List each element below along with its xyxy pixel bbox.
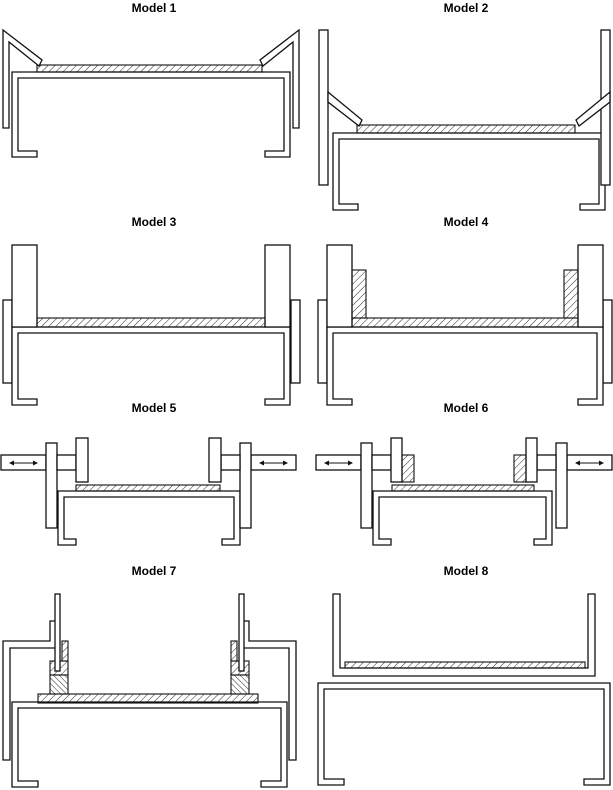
connector (56, 454, 77, 471)
hatched-block (230, 640, 238, 662)
base-channel (317, 682, 611, 786)
model-6-title: Model 6 (443, 401, 489, 415)
upright-post (11, 244, 38, 328)
model-1-title: Model 1 (131, 1, 177, 15)
hatched-pad (513, 454, 527, 483)
side-plate (45, 442, 58, 529)
hatched-pad (401, 454, 415, 483)
upright-channel (332, 593, 596, 677)
clamp-block (208, 437, 222, 483)
upright-post (264, 244, 291, 328)
hatched-plate (37, 693, 259, 704)
model-4-title: Model 4 (443, 215, 489, 229)
angled-side-flap (327, 90, 363, 127)
outer-bracket (242, 620, 297, 761)
hatched-pad (563, 269, 579, 319)
base-channel (326, 326, 604, 406)
vertical-pin (54, 593, 61, 672)
side-plate (2, 299, 13, 384)
side-plate (602, 299, 613, 384)
vertical-pin (238, 593, 245, 672)
hatched-block (61, 640, 69, 662)
connector (220, 454, 241, 471)
connector (371, 454, 392, 471)
base-channel (57, 490, 241, 546)
hatched-plate (351, 317, 579, 328)
side-plate (555, 442, 568, 529)
base-channel (11, 71, 291, 158)
clamp-block (390, 437, 403, 483)
connector (536, 454, 557, 471)
side-plate (317, 299, 328, 384)
hatched-block (230, 674, 250, 695)
hatched-block (49, 674, 69, 695)
hatched-plate (391, 484, 535, 492)
angled-side-flap (575, 90, 611, 127)
side-plate (239, 442, 252, 529)
hatched-plate (344, 661, 586, 669)
base-channel (372, 490, 553, 546)
side-plate (318, 29, 329, 186)
hatched-plate (75, 484, 221, 492)
model-7-title: Model 7 (131, 564, 177, 578)
outer-bracket (2, 620, 57, 761)
angled-side-flap (2, 28, 43, 129)
base-channel (11, 326, 291, 406)
upright-post (326, 244, 353, 328)
model-8-title: Model 8 (443, 564, 489, 578)
hatched-plate (36, 317, 266, 328)
angled-side-flap (259, 28, 300, 129)
clamp-block (75, 437, 89, 483)
clamp-block (525, 437, 538, 483)
side-plate (360, 442, 373, 529)
upright-post (577, 244, 604, 328)
base-channel (332, 132, 606, 211)
side-plate (290, 299, 301, 384)
model-5-title: Model 5 (131, 401, 177, 415)
hatched-pad (351, 269, 367, 319)
hatched-plate (356, 124, 576, 134)
base-channel (11, 701, 288, 788)
model-2-title: Model 2 (443, 1, 489, 15)
model-3-title: Model 3 (131, 215, 177, 229)
hatched-plate (36, 64, 263, 73)
